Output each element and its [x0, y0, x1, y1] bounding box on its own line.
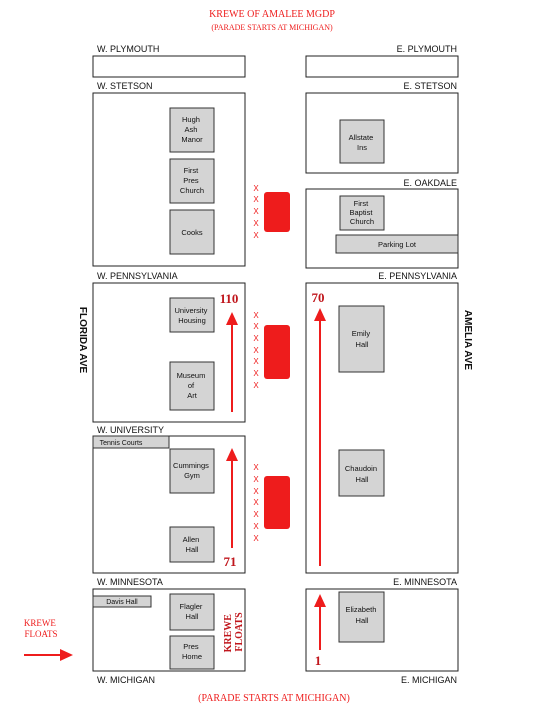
label-university-housing: University Housing: [174, 306, 209, 325]
route-number-71: 71: [224, 554, 237, 569]
street-e-oakdale: E. OAKDALE: [403, 178, 457, 188]
block-e-minnesota-michigan: [305, 588, 459, 672]
street-w-plymouth: W. PLYMOUTH: [97, 44, 159, 54]
route-number-110: 110: [220, 291, 239, 306]
block-w-university-minnesota: [92, 435, 246, 574]
building-pres-home: [169, 635, 215, 670]
street-w-stetson: W. STETSON: [97, 81, 153, 91]
float-block-university: [264, 476, 290, 529]
label-first-pres-church: First Pres Church: [180, 166, 204, 195]
krewe-floats-vertical-label: KREWE FLOATS: [223, 612, 245, 653]
footer-note: (PARADE STARTS AT MICHIGAN): [198, 693, 350, 704]
building-museum-of-art: [169, 361, 215, 411]
barrier-x-1c: X: [253, 207, 259, 216]
barrier-x-3g: X: [253, 534, 259, 543]
barrier-x-2e: X: [253, 357, 259, 366]
building-tennis-courts: [92, 435, 170, 449]
barrier-x-3b: X: [253, 475, 259, 484]
street-e-plymouth: E. PLYMOUTH: [397, 44, 457, 54]
building-allstate-ins: [339, 119, 385, 164]
barrier-x-1a: X: [253, 184, 259, 193]
barrier-x-3e: X: [253, 510, 259, 519]
street-e-minnesota: E. MINNESOTA: [393, 577, 457, 587]
route-arrow-west-lower-head: [226, 448, 238, 461]
building-parking-lot: [335, 234, 459, 254]
building-cooks: [169, 209, 215, 255]
barrier-x-3c: X: [253, 487, 259, 496]
block-e-plymouth: [305, 55, 459, 78]
label-chaudoin-hall: Chaudoin Hall: [345, 464, 379, 484]
label-allen-hall: Allen Hall: [183, 535, 202, 554]
building-hugh-ash-manor: [169, 107, 215, 153]
label-parking-lot: Parking Lot: [378, 240, 417, 249]
barrier-x-3f: X: [253, 522, 259, 531]
float-block-pennsylvania: [264, 325, 290, 379]
avenue-florida: FLORIDA AVE: [77, 307, 88, 374]
label-elizabeth-hall: Elizabeth Hall: [346, 605, 379, 625]
label-first-baptist-church: First Baptist Church: [349, 199, 374, 226]
float-block-stetson: [264, 192, 290, 232]
barrier-x-2d: X: [253, 346, 259, 355]
barrier-x-2b: X: [253, 322, 259, 331]
building-allen-hall: [169, 526, 215, 563]
barrier-x-2f: X: [253, 369, 259, 378]
label-flagler-hall: Flagler Hall: [179, 602, 204, 621]
building-elizabeth-hall: [338, 591, 385, 643]
street-w-michigan: W. MICHIGAN: [97, 675, 155, 685]
building-first-baptist-church: [339, 195, 385, 231]
label-pres-home: Pres Home: [182, 642, 202, 661]
street-w-pennsylvania: W. PENNSYLVANIA: [97, 271, 178, 281]
block-w-plymouth: [92, 55, 246, 78]
route-arrow-east-long-head: [314, 308, 326, 321]
route-number-1: 1: [315, 653, 322, 668]
building-cummings-gym: [169, 448, 215, 494]
street-w-minnesota: W. MINNESOTA: [97, 577, 163, 587]
barrier-x-2a: X: [253, 311, 259, 320]
block-w-stetson-pennsylvania: [92, 92, 246, 267]
building-university-housing: [169, 297, 215, 333]
street-e-pennsylvania: E. PENNSYLVANIA: [378, 271, 457, 281]
barrier-x-1e: X: [253, 231, 259, 240]
barrier-x-3d: X: [253, 498, 259, 507]
barrier-x-1b: X: [253, 195, 259, 204]
block-w-pennsylvania-university: [92, 282, 246, 423]
avenue-amelia: AMELIA AVE: [462, 310, 473, 371]
building-first-pres-church: [169, 158, 215, 204]
map-title: KREWE OF AMALEE MGDP: [209, 9, 335, 20]
label-cummings-gym: Cummings Gym: [173, 461, 211, 480]
block-e-pennsylvania-minnesota: [305, 282, 459, 574]
label-tennis-courts: Tennis Courts: [100, 440, 143, 447]
route-arrow-west-upper-head: [226, 312, 238, 325]
label-allstate-ins: Allstate Ins: [349, 133, 376, 152]
block-w-minnesota-michigan: [92, 588, 246, 672]
label-emily-hall: Emily Hall: [352, 329, 372, 349]
barrier-x-3a: X: [253, 463, 259, 472]
label-cooks: Cooks: [181, 228, 203, 237]
label-museum-of-art: Museum of Art: [177, 371, 208, 400]
route-arrow-east-short-head: [314, 594, 326, 607]
street-e-stetson: E. STETSON: [403, 81, 457, 91]
building-flagler-hall: [169, 593, 215, 631]
building-chaudoin-hall: [338, 449, 385, 497]
block-e-stetson-oakdale: [305, 92, 459, 174]
barrier-x-2g: X: [253, 381, 259, 390]
building-davis-hall: [92, 595, 152, 608]
krewe-floats-label: KREWE FLOATS: [24, 618, 58, 639]
street-w-university: W. UNIVERSITY: [97, 425, 164, 435]
barrier-x-1d: X: [253, 219, 259, 228]
map-subtitle: (PARADE STARTS AT MICHIGAN): [211, 23, 333, 32]
building-emily-hall: [338, 305, 385, 373]
route-number-70: 70: [312, 290, 325, 305]
block-e-oakdale-pennsylvania: [305, 188, 459, 269]
label-davis-hall: Davis Hall: [106, 599, 138, 606]
barrier-x-2c: X: [253, 334, 259, 343]
krewe-floats-arrow-head: [60, 649, 73, 661]
street-e-michigan: E. MICHIGAN: [401, 675, 457, 685]
label-hugh-ash-manor: Hugh Ash Manor: [181, 115, 203, 144]
